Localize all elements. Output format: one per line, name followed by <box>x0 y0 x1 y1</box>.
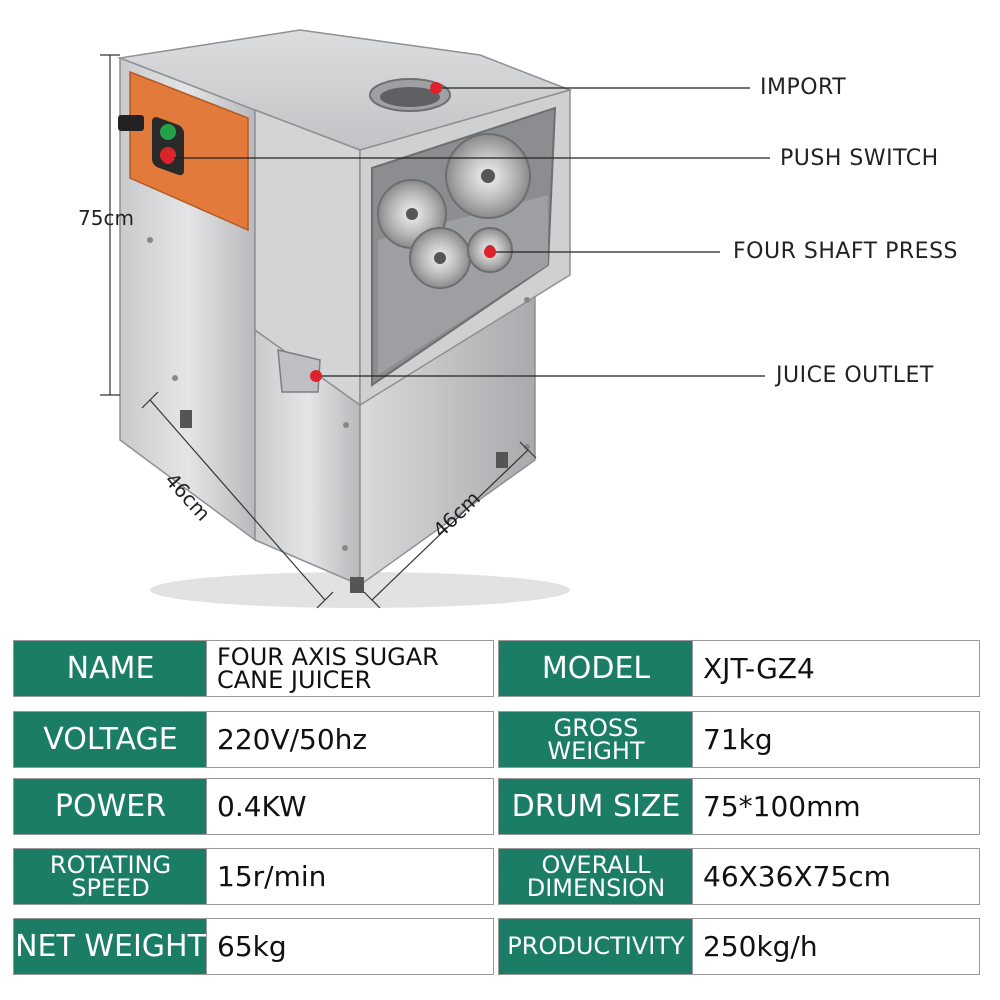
spec-value-net-weight: 65kg <box>206 918 494 975</box>
spec-value-overall-dimension: 46X36X75cm <box>692 848 980 905</box>
spec-label-name: NAME <box>13 640 208 697</box>
spec-label-power: POWER <box>13 778 208 835</box>
spec-value-gross-weight: 71kg <box>692 711 980 768</box>
callout-juice-outlet: JUICE OUTLET <box>776 363 934 388</box>
spec-value-rotating-speed: 15r/min <box>206 848 494 905</box>
spec-label-rotating-speed-line1: ROTATING <box>49 851 172 880</box>
spec-label-overall-dimension-line1: OVERALL <box>541 851 651 880</box>
callout-four-shaft-press: FOUR SHAFT PRESS <box>733 239 958 264</box>
spec-label-gross-weight: GROSS WEIGHT <box>498 711 694 768</box>
spec-label-gross-weight-line2: WEIGHT <box>547 736 645 765</box>
spec-label-rotating-speed-line2: SPEED <box>71 873 150 902</box>
callout-lines <box>162 82 770 382</box>
juicer-machine-illustration <box>100 29 770 609</box>
spec-value-model: XJT-GZ4 <box>692 640 980 697</box>
spec-label-net-weight: NET WEIGHT <box>13 918 208 975</box>
spec-label-productivity: PRODUCTIVITY <box>498 918 694 975</box>
spec-value-productivity: 250kg/h <box>692 918 980 975</box>
spec-label-gross-weight-line1: GROSS <box>553 714 639 743</box>
spec-value-name-line1: FOUR AXIS SUGAR <box>217 643 439 672</box>
dimension-height: 75cm <box>78 206 134 230</box>
spec-label-voltage: VOLTAGE <box>13 711 208 768</box>
spec-label-overall-dimension-line2: DIMENSION <box>526 873 666 902</box>
callout-import: IMPORT <box>760 75 847 100</box>
spec-value-voltage: 220V/50hz <box>206 711 494 768</box>
spec-value-name: FOUR AXIS SUGAR CANE JUICER <box>206 640 494 697</box>
spec-label-overall-dimension: OVERALL DIMENSION <box>498 848 694 905</box>
spec-value-power: 0.4KW <box>206 778 494 835</box>
spec-label-rotating-speed: ROTATING SPEED <box>13 848 208 905</box>
dimension-lines <box>100 54 537 609</box>
callout-push-switch: PUSH SWITCH <box>780 146 939 171</box>
spec-value-name-line2: CANE JUICER <box>217 665 372 694</box>
spec-label-model: MODEL <box>498 640 694 697</box>
spec-label-drum-size: DRUM SIZE <box>498 778 694 835</box>
spec-value-drum-size: 75*100mm <box>692 778 980 835</box>
